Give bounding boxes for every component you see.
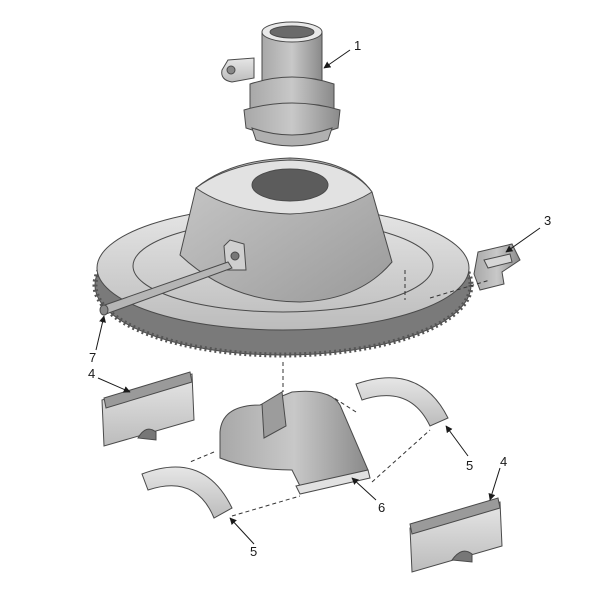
swivel-fitting-part-1	[221, 21, 341, 147]
leader-lines	[95, 49, 541, 545]
callout-4-lower: 4	[500, 454, 507, 469]
bracket-part-4-lower	[409, 497, 503, 573]
callout-5-upper: 5	[466, 458, 473, 473]
alignment-lines	[189, 270, 491, 517]
callout-4-upper: 4	[88, 366, 95, 381]
callout-7: 7	[89, 350, 96, 365]
dome-housing	[179, 157, 393, 303]
callout-5-lower: 5	[250, 544, 257, 559]
callout-3: 3	[544, 213, 551, 228]
arc-shoe-part-5-upper	[355, 377, 449, 427]
callout-6: 6	[378, 500, 385, 515]
axle-rod-part-7	[99, 261, 233, 316]
callout-labels: 1 3 7 4 5 6 4 5	[88, 38, 551, 559]
center-housing-part-6	[219, 390, 371, 495]
clip-part-3	[473, 243, 521, 291]
callout-1: 1	[354, 38, 361, 53]
arc-shoe-part-5-lower	[141, 466, 233, 519]
bracket-part-4-upper	[101, 371, 195, 447]
